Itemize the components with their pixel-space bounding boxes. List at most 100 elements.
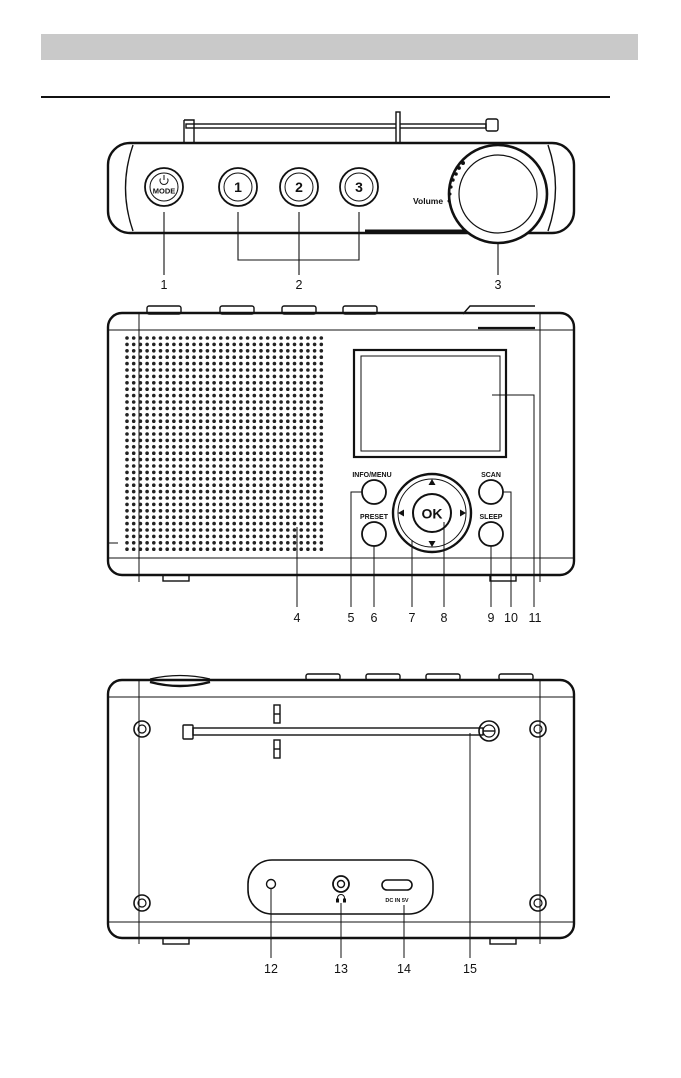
grille-hole — [139, 477, 143, 481]
scan-button[interactable] — [479, 480, 503, 504]
grille-hole — [266, 496, 270, 500]
grille-hole — [286, 509, 290, 513]
grille-hole — [219, 381, 223, 385]
grille-hole — [125, 426, 129, 430]
grille-hole — [246, 458, 250, 462]
grille-hole — [199, 503, 203, 507]
grille-hole — [125, 413, 129, 417]
grille-hole — [192, 400, 196, 404]
grille-hole — [165, 343, 169, 347]
grille-hole — [172, 343, 176, 347]
grille-hole — [165, 432, 169, 436]
grille-hole — [159, 355, 163, 359]
grille-hole — [186, 496, 190, 500]
grille-hole — [159, 375, 163, 379]
grille-hole — [299, 535, 303, 539]
grille-hole — [320, 515, 324, 519]
grille-hole — [253, 528, 257, 532]
info-menu-button[interactable] — [362, 480, 386, 504]
grille-hole — [199, 407, 203, 411]
grille-hole — [219, 547, 223, 551]
grille-hole — [152, 509, 156, 513]
grille-hole — [279, 349, 283, 353]
grille-hole — [186, 451, 190, 455]
volume-knob[interactable] — [449, 145, 547, 243]
grille-hole — [212, 522, 216, 526]
grille-hole — [219, 375, 223, 379]
sleep-button[interactable] — [479, 522, 503, 546]
grille-hole — [139, 547, 143, 551]
grille-hole — [192, 445, 196, 449]
grille-hole — [199, 458, 203, 462]
grille-hole — [313, 432, 317, 436]
grille-hole — [320, 343, 324, 347]
grille-hole — [226, 483, 230, 487]
grille-hole — [279, 432, 283, 436]
grille-hole — [226, 349, 230, 353]
reset-hole[interactable] — [267, 880, 276, 889]
grille-hole — [279, 528, 283, 532]
grille-hole — [266, 336, 270, 340]
grille-hole — [293, 496, 297, 500]
grille-hole — [266, 503, 270, 507]
grille-hole — [320, 368, 324, 372]
preset-button[interactable] — [362, 522, 386, 546]
grille-hole — [246, 375, 250, 379]
grille-hole — [179, 509, 183, 513]
grille-hole — [306, 458, 310, 462]
grille-hole — [293, 381, 297, 385]
grille-hole — [293, 464, 297, 468]
grille-hole — [299, 490, 303, 494]
grille-hole — [239, 509, 243, 513]
grille-hole — [132, 400, 136, 404]
grille-hole — [179, 547, 183, 551]
grille-hole — [132, 419, 136, 423]
grille-hole — [132, 407, 136, 411]
grille-hole — [232, 362, 236, 366]
grille-hole — [159, 362, 163, 366]
front-view — [108, 306, 574, 607]
grille-hole — [199, 522, 203, 526]
grille-hole — [139, 458, 143, 462]
grille-hole — [232, 426, 236, 430]
rear-view — [108, 674, 574, 958]
grille-hole — [232, 496, 236, 500]
grille-hole — [259, 547, 263, 551]
grille-hole — [165, 477, 169, 481]
grille-hole — [266, 471, 270, 475]
grille-hole — [239, 394, 243, 398]
grille-hole — [279, 547, 283, 551]
grille-hole — [145, 490, 149, 494]
grille-hole — [125, 355, 129, 359]
grille-hole — [279, 375, 283, 379]
grille-hole — [165, 503, 169, 507]
grille-hole — [159, 509, 163, 513]
headphone-jack[interactable] — [333, 876, 349, 892]
grille-hole — [266, 464, 270, 468]
grille-hole — [206, 541, 210, 545]
dc-in-port[interactable] — [382, 880, 412, 890]
grille-hole — [313, 541, 317, 545]
grille-hole — [306, 496, 310, 500]
grille-hole — [186, 483, 190, 487]
grille-hole — [179, 477, 183, 481]
grille-hole — [152, 471, 156, 475]
grille-hole — [253, 432, 257, 436]
grille-hole — [219, 451, 223, 455]
grille-hole — [199, 381, 203, 385]
grille-hole — [313, 387, 317, 391]
grille-hole — [152, 413, 156, 417]
grille-hole — [212, 477, 216, 481]
grille-hole — [186, 375, 190, 379]
grille-hole — [132, 535, 136, 539]
grille-hole — [313, 509, 317, 513]
grille-hole — [273, 413, 277, 417]
callout-5: 5 — [348, 611, 355, 625]
grille-hole — [159, 490, 163, 494]
grille-hole — [232, 381, 236, 385]
grille-hole — [132, 547, 136, 551]
grille-hole — [139, 535, 143, 539]
grille-hole — [172, 400, 176, 404]
grille-hole — [192, 407, 196, 411]
grille-hole — [145, 522, 149, 526]
